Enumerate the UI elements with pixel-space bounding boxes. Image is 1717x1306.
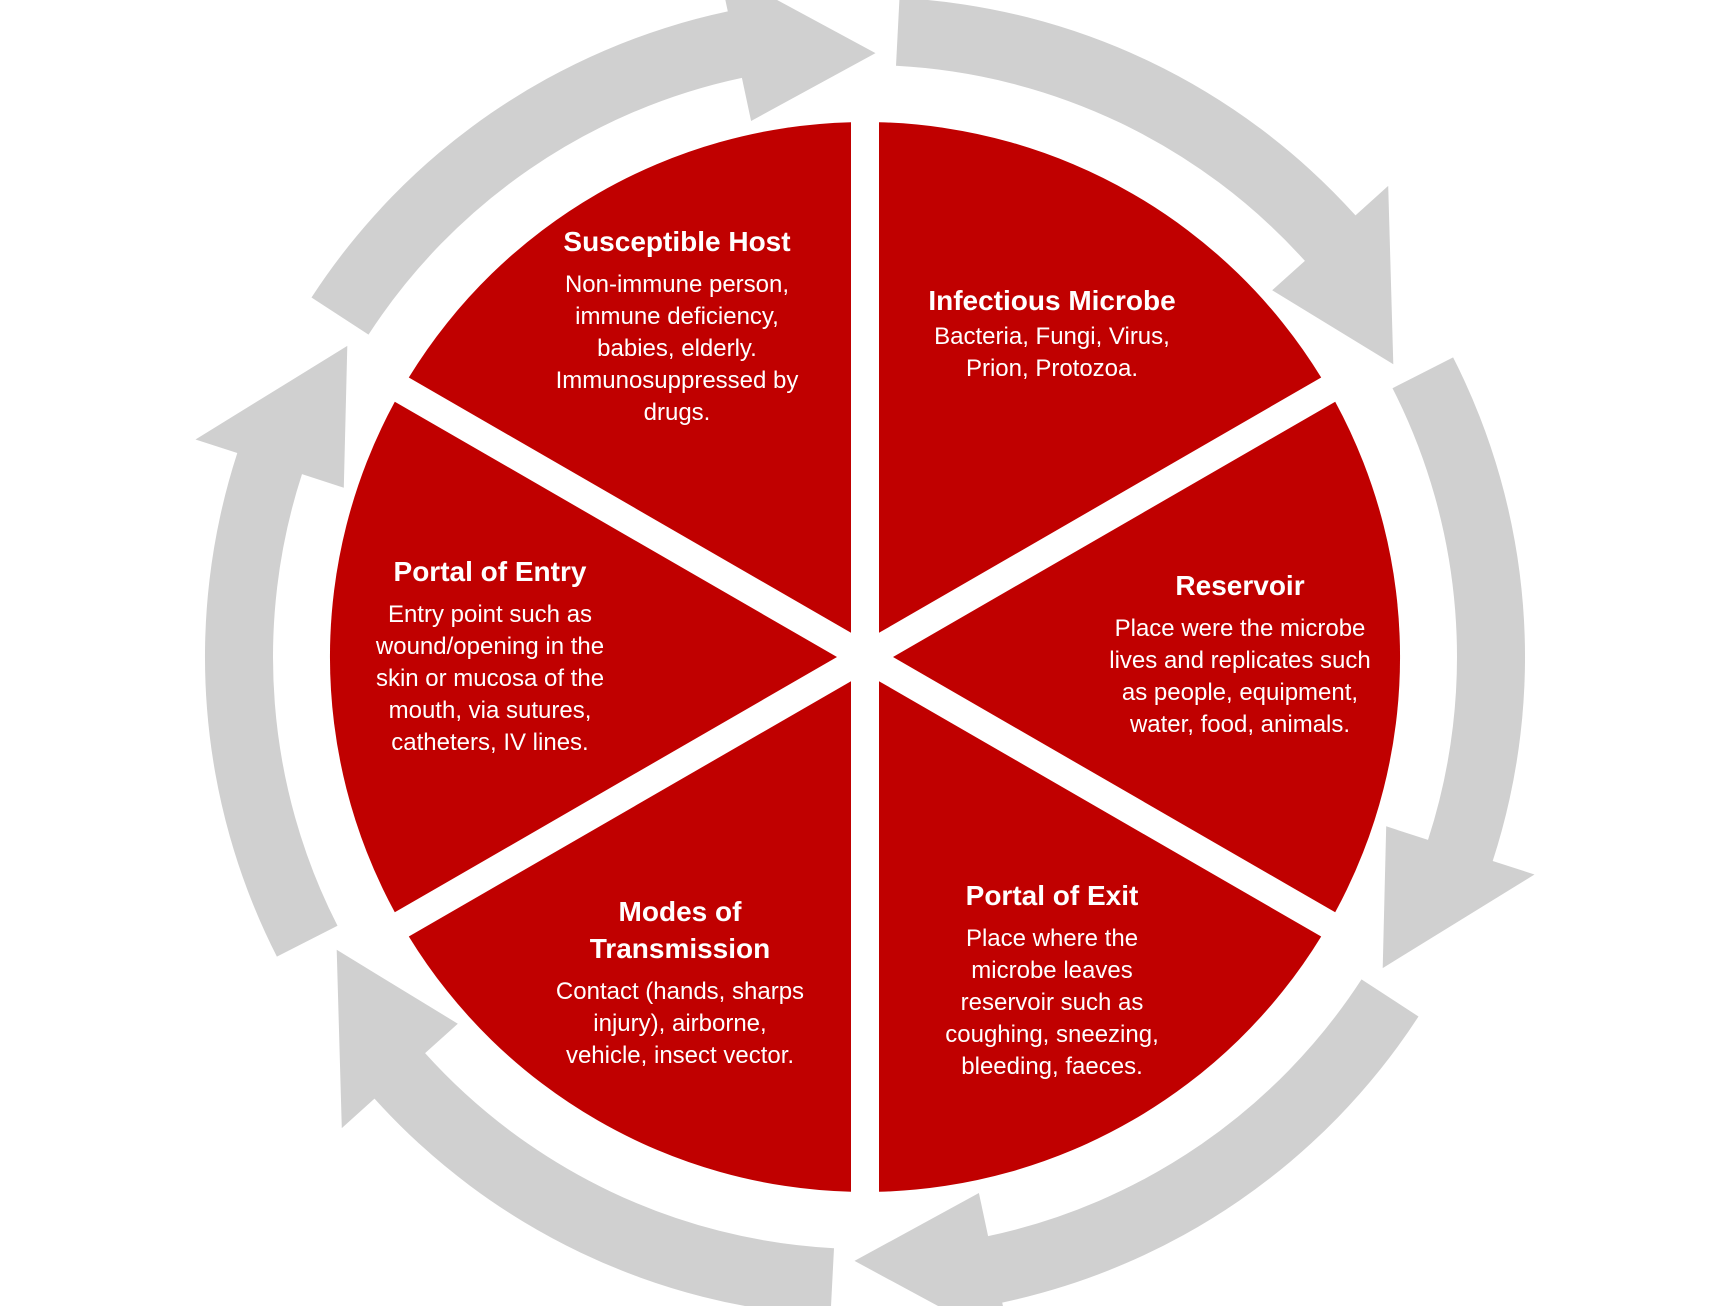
segment-title: Reservoir bbox=[1175, 570, 1305, 601]
segment-title: Modes of Transmission bbox=[589, 896, 771, 964]
wedge-susceptible-host bbox=[408, 122, 851, 633]
segment-description: Place were the microbe lives and replica… bbox=[1109, 615, 1371, 738]
segment-title: Portal of Exit bbox=[965, 880, 1139, 911]
wedge-modes-of-transmission bbox=[408, 681, 851, 1192]
segment-description: Entry point such as wound/opening in the… bbox=[375, 601, 605, 756]
cycle-arrow-portal-of-exit bbox=[854, 979, 1419, 1306]
cycle-arrows bbox=[195, 0, 1535, 1306]
segment-modes-of-transmission: Modes of Transmission Contact (hands, sh… bbox=[510, 893, 850, 1072]
segment-portal-of-entry: Portal of Entry Entry point such as woun… bbox=[320, 553, 660, 759]
segment-title: Susceptible Host bbox=[563, 226, 791, 257]
wedge-portal-of-entry bbox=[329, 401, 837, 913]
wedge-portal-of-exit bbox=[879, 681, 1322, 1192]
segment-title: Portal of Entry bbox=[393, 556, 587, 587]
segment-reservoir: Reservoir Place were the microbe lives a… bbox=[1070, 567, 1410, 741]
segment-description: Bacteria, Fungi, Virus, Prion, Protozoa. bbox=[934, 323, 1170, 382]
cycle-arrow-infectious-microbe bbox=[896, 0, 1394, 365]
segment-description: Place where the microbe leaves reservoir… bbox=[945, 925, 1159, 1080]
segment-title: Infectious Microbe bbox=[928, 285, 1176, 316]
wheel-segments bbox=[329, 122, 1401, 1192]
cycle-arrow-modes-of-transmission bbox=[336, 949, 834, 1306]
cycle-arrow-portal-of-entry bbox=[195, 345, 348, 957]
segment-susceptible-host: Susceptible Host Non-immune person, immu… bbox=[507, 223, 847, 429]
wedge-infectious-microbe bbox=[879, 122, 1322, 633]
segment-description: Contact (hands, sharps injury), airborne… bbox=[555, 978, 805, 1069]
wedge-reservoir bbox=[893, 401, 1401, 913]
cycle-arrow-reservoir bbox=[1382, 357, 1535, 969]
segment-portal-of-exit: Portal of Exit Place where the microbe l… bbox=[882, 877, 1222, 1083]
cycle-arrow-susceptible-host bbox=[311, 0, 876, 335]
segment-infectious-microbe: Infectious Microbe Bacteria, Fungi, Viru… bbox=[882, 282, 1222, 385]
segment-description: Non-immune person, immune deficiency, ba… bbox=[555, 271, 799, 426]
